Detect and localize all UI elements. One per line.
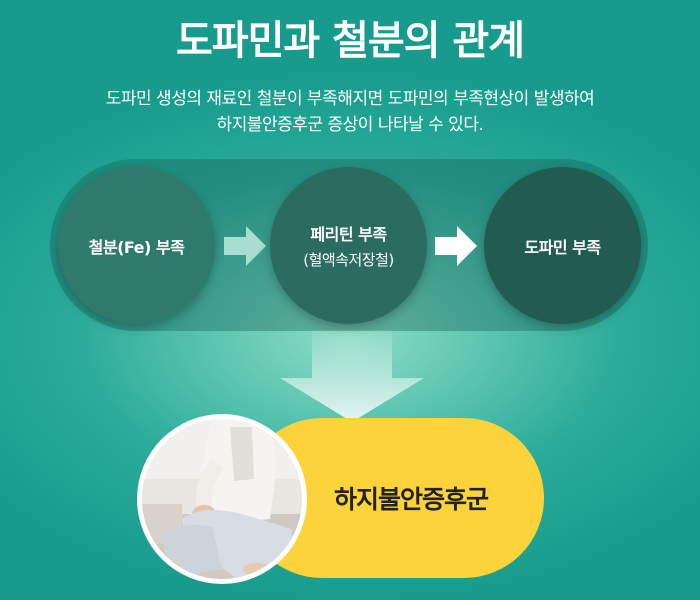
- step-label: 도파민 부족: [524, 237, 601, 257]
- page-title: 도파민과 철분의 관계: [175, 18, 525, 64]
- step-label: 철분(Fe) 부족: [88, 237, 185, 257]
- step-label: 페리틴 부족: [310, 225, 387, 244]
- step-iron-deficiency: 철분(Fe) 부족: [58, 167, 215, 324]
- description: 도파민 생성의 재료인 철분이 부족해지면 도파민의 부족현상이 발생하여 하지…: [0, 86, 700, 138]
- arrow-right-icon: [435, 226, 477, 266]
- step-dopamine-deficiency: 도파민 부족: [484, 167, 641, 324]
- arrow-right-icon: [224, 226, 266, 266]
- arrow-down-icon: [280, 330, 424, 422]
- woman-on-sofa-photo: [142, 419, 302, 579]
- step-sublabel: (혈액속저장철): [303, 251, 394, 269]
- description-line-1: 도파민 생성의 재료인 철분이 부족해지면 도파민의 부족현상이 발생하여: [105, 89, 595, 109]
- result-label: 하지불안증후군: [333, 485, 489, 514]
- step-ferritin-deficiency: 페리틴 부족 (혈액속저장철): [270, 167, 427, 324]
- description-line-2: 하지불안증후군 증상이 나타날 수 있다.: [216, 115, 484, 135]
